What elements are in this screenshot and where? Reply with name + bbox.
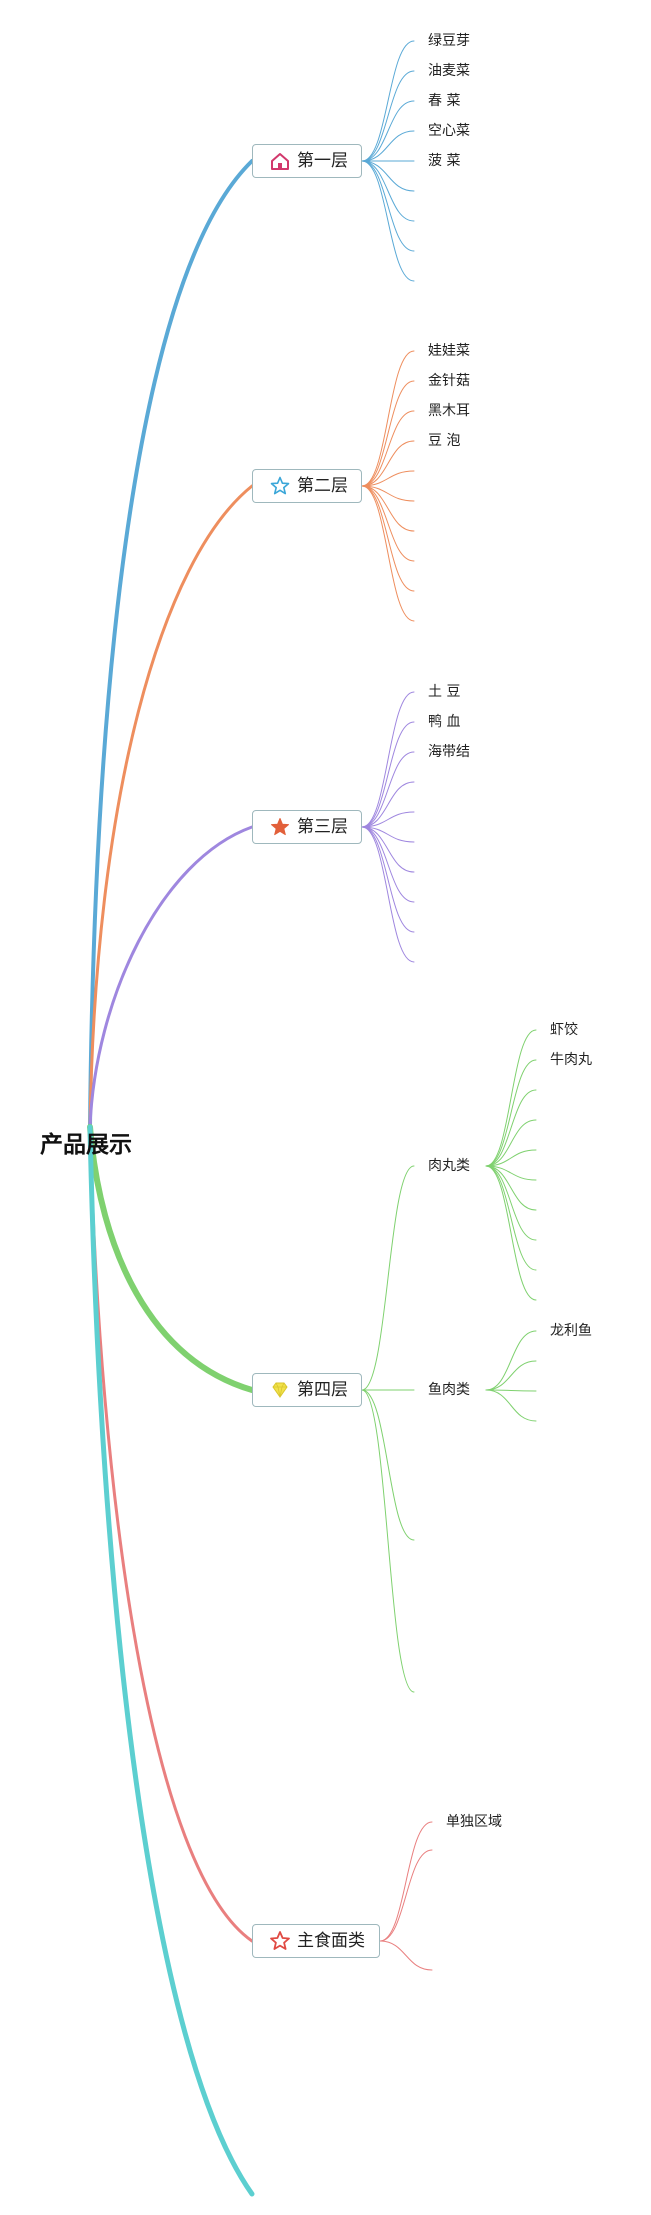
leaf-edge: [485, 1165, 537, 1241]
leaf-edge: [379, 1940, 433, 1971]
branch-edge: [88, 484, 254, 1129]
branch-label: 第二层: [297, 476, 348, 496]
branch-node-floor-3[interactable]: 第三层: [252, 810, 362, 844]
leaf-edge: [361, 160, 415, 282]
branch-edge: [87, 1124, 255, 1393]
root-node[interactable]: 产品展示: [40, 1132, 132, 1158]
leaf-edge: [361, 826, 415, 933]
leaf-item[interactable]: 娃娃菜: [428, 343, 470, 359]
leaf-edge: [485, 1029, 537, 1167]
branch-label: 第四层: [297, 1380, 348, 1400]
leaf-edge: [361, 100, 415, 162]
leaf-item[interactable]: 虾饺: [550, 1022, 578, 1038]
leaf-edge: [361, 130, 415, 162]
leaf-edge: [485, 1330, 537, 1391]
leaf-edge: [379, 1821, 433, 1942]
leaf-edge: [361, 380, 415, 487]
leaf-edge: [485, 1165, 537, 1301]
leaf-edge: [485, 1389, 537, 1422]
leaf-edge: [361, 826, 415, 843]
sub-branch-label[interactable]: 肉丸类: [428, 1158, 470, 1174]
leaf-edge: [361, 691, 415, 828]
leaf-edge: [485, 1059, 537, 1167]
leaf-item[interactable]: 黑木耳: [428, 403, 470, 419]
leaf-edge: [361, 160, 415, 192]
leaf-item[interactable]: 海带结: [428, 744, 470, 760]
leaf-edge: [361, 485, 415, 502]
leaf-edge: [361, 826, 415, 963]
star-outline-icon: [269, 1930, 291, 1952]
leaf-item[interactable]: 龙利鱼: [550, 1323, 592, 1339]
leaf-edge: [361, 160, 415, 252]
leaf-edge: [485, 1389, 537, 1392]
leaf-item[interactable]: 油麦菜: [428, 63, 470, 79]
leaf-edge: [361, 410, 415, 487]
star-outline-icon: [269, 475, 291, 497]
leaf-item[interactable]: 空心菜: [428, 123, 470, 139]
branch-label: 第一层: [297, 151, 348, 171]
branch-label: 主食面类: [297, 1931, 365, 1951]
leaf-edge: [485, 1360, 537, 1391]
leaf-edge: [361, 781, 415, 828]
leaf-item[interactable]: 鸭 血: [428, 714, 461, 730]
branch-edge: [88, 825, 254, 1129]
leaf-item[interactable]: 土 豆: [428, 684, 461, 700]
leaf-edge: [361, 40, 415, 162]
mindmap-edges: [87, 40, 537, 2197]
leaf-edge: [361, 721, 415, 828]
leaf-item[interactable]: 绿豆芽: [428, 33, 470, 49]
star-filled-icon: [269, 816, 291, 838]
branch-node-staple-noodles[interactable]: 主食面类: [252, 1924, 380, 1958]
branch-edge: [88, 159, 254, 1129]
branch-label: 第三层: [297, 817, 348, 837]
leaf-edge: [361, 485, 415, 622]
home-icon: [269, 150, 291, 172]
leaf-edge: [361, 485, 415, 592]
leaf-edge: [361, 811, 415, 828]
leaf-edge: [485, 1165, 537, 1271]
leaf-edge: [485, 1149, 537, 1167]
leaf-edge: [485, 1119, 537, 1167]
branch-node-floor-2[interactable]: 第二层: [252, 469, 362, 503]
sub-branch-edge: [361, 1165, 415, 1391]
diamond-icon: [269, 1379, 291, 1401]
leaf-edge: [485, 1165, 537, 1211]
leaf-edge: [361, 485, 415, 532]
leaf-edge: [361, 350, 415, 487]
leaf-item[interactable]: 豆 泡: [428, 433, 461, 449]
leaf-item[interactable]: 春 菜: [428, 93, 461, 109]
leaf-edge: [361, 70, 415, 162]
leaf-edge: [361, 751, 415, 828]
branch-node-floor-1[interactable]: 第一层: [252, 144, 362, 178]
leaf-edge: [379, 1849, 433, 1942]
leaf-edge: [361, 440, 415, 487]
leaf-edge: [361, 470, 415, 487]
leaf-item[interactable]: 单独区域: [446, 1814, 502, 1830]
leaf-edge: [361, 485, 415, 562]
leaf-edge: [485, 1089, 537, 1167]
leaf-item[interactable]: 菠 菜: [428, 153, 461, 169]
leaf-edge: [361, 826, 415, 903]
leaf-edge: [361, 160, 415, 222]
branch-edge: [87, 1124, 255, 2197]
sub-branch-label[interactable]: 鱼肉类: [428, 1382, 470, 1398]
leaf-item[interactable]: 牛肉丸: [550, 1052, 592, 1068]
branch-node-floor-4[interactable]: 第四层: [252, 1373, 362, 1407]
sub-branch-edge: [361, 1389, 415, 1541]
leaf-edge: [361, 826, 415, 873]
leaf-item[interactable]: 金针菇: [428, 373, 470, 389]
sub-branch-edge: [361, 1389, 415, 1693]
